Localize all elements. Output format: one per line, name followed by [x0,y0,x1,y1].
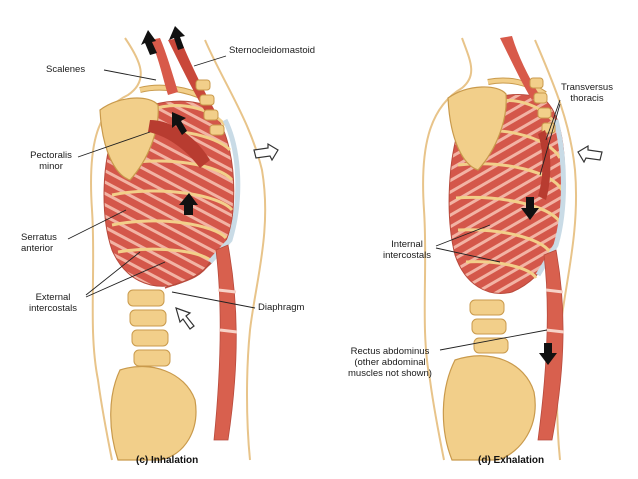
inhalation-rectus-muscle [213,244,237,441]
label-internal-intercostals: Internal intercostals [376,239,438,261]
inhalation-arrow-up-3 [172,112,187,135]
exhalation-neck-muscle [500,36,540,100]
inhalation-ribs [111,104,234,264]
label-sternocleidomastoid: Sternocleidomastoid [229,45,316,56]
inhalation-figure [89,26,279,461]
label-diaphragm: Diaphragm [258,302,305,313]
caption-inhalation: (c) Inhalation [136,455,199,466]
exhalation-arrow-down-1 [521,197,539,220]
inhalation-pelvis [110,365,197,461]
label-external-intercostals-line2: intercostals [28,303,78,314]
exhalation-cervical-spine [529,77,556,134]
label-transversus-thoracis-line1: Transversus [561,82,613,93]
label-serratus-anterior-line1: Serratus [21,232,57,243]
inhalation-arrow-up-4 [179,193,198,215]
inhalation-body-outline [89,37,142,461]
label-rectus-abdominus-line1: Rectus abdominus [350,346,430,357]
label-rectus-abdominus-line2: (other abdominal [354,357,426,368]
inhalation-pectoralis-minor-muscle [148,120,210,168]
label-rectus-abdominus: Rectus abdominus (other abdominal muscle… [340,346,440,379]
inhalation-diaphragm-line [164,261,211,289]
label-pectoralis-minor-line1: Pectoralis [30,150,72,161]
inhalation-arrow-up-1 [141,30,157,55]
inhalation-cervical-spine [195,79,225,136]
exhalation-body-outline [422,37,473,461]
inhalation-costal-cartilage [208,118,241,264]
label-internal-intercostals-line2: intercostals [382,250,432,261]
caption-exhalation: (d) Exhalation [478,455,545,466]
label-internal-intercostals-line1: Internal [391,239,423,250]
label-transversus-thoracis-line2: thoracis [570,93,604,104]
inhalation-scalenes-muscle [150,38,178,95]
label-external-intercostals: External intercostals [22,292,84,314]
exhalation-leader-lines [435,99,561,351]
label-transversus-thoracis: Transversus thoracis [556,82,618,104]
inhalation-hollow-arrow-ribs [253,142,279,162]
exhalation-arrow-down-2 [539,343,557,365]
exhalation-pelvis [442,355,536,461]
exhalation-scapula [447,86,507,171]
label-pectoralis-minor-line2: minor [39,161,63,172]
inhalation-spine [127,289,171,367]
label-pectoralis-minor: Pectoralis minor [25,150,77,172]
inhalation-leader-lines [67,55,256,309]
label-external-intercostals-line1: External [35,292,71,303]
label-scalenes: Scalenes [46,64,86,75]
exhalation-spine [469,299,509,354]
exhalation-costal-cartilage [535,119,566,277]
inhalation-back-outline [204,39,267,461]
label-serratus-anterior-line2: anterior [21,243,54,254]
inhalation-arrow-up-2 [169,26,185,50]
label-serratus-anterior: Serratus anterior [21,232,57,254]
inhalation-hollow-arrow-diaphragm [175,307,195,330]
exhalation-hollow-arrow-ribs [577,144,603,164]
label-rectus-abdominus-line3: muscles not shown) [348,368,432,379]
